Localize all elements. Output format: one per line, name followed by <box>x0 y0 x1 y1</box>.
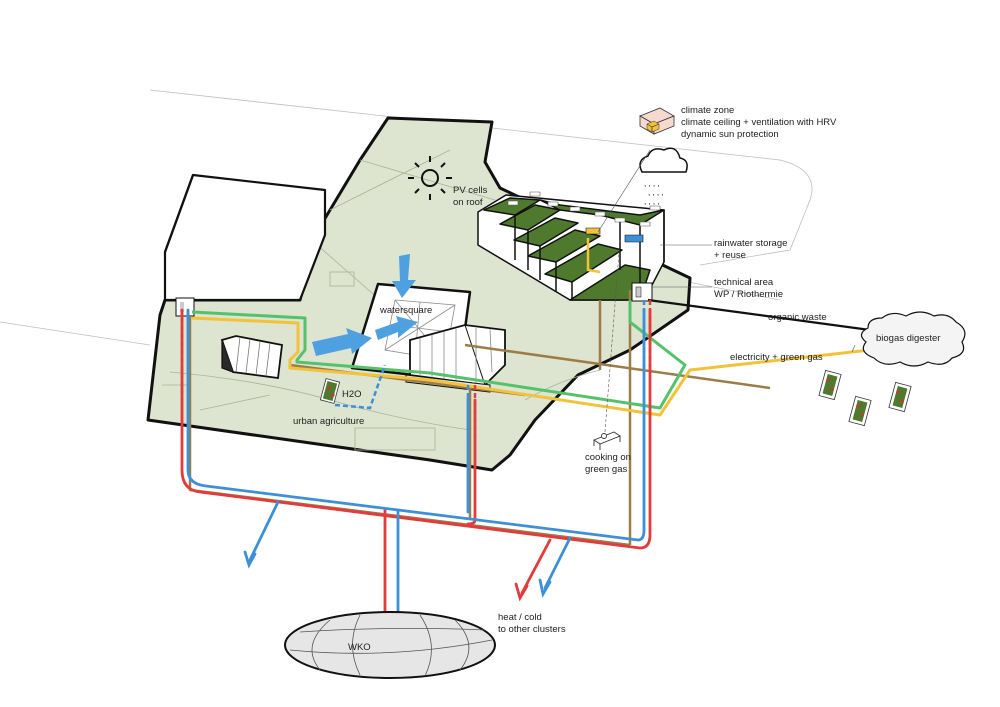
svg-text:, , , ,: , , , , <box>644 197 660 206</box>
water-arrows <box>312 254 418 356</box>
heat-cold-label-1: heat / cold <box>498 612 542 623</box>
distribution-arrows <box>243 500 572 602</box>
sun-icon <box>408 156 452 200</box>
labels: climate zone climate ceiling + ventilati… <box>293 105 940 653</box>
rain-icon: , , , , , , , , , , , , <box>644 179 664 206</box>
h2o-label: H2O <box>342 389 362 400</box>
left-building <box>163 173 327 302</box>
stove-icon <box>593 431 621 450</box>
biogas-digester <box>860 311 966 367</box>
svg-text:, , , ,: , , , , <box>644 179 660 188</box>
planter-icon <box>319 378 341 404</box>
stove-leader-line <box>604 239 621 433</box>
rain-leader-line <box>597 149 651 233</box>
climate-label-1: climate zone <box>681 105 734 116</box>
svg-text:, , , ,: , , , , <box>648 188 664 197</box>
heat-cold-label-2: to other clusters <box>498 624 566 635</box>
cooking-label-2: green gas <box>585 464 628 475</box>
pv-label-2: on roof <box>453 197 483 208</box>
organic-waste-label: organic waste <box>768 312 827 323</box>
organic-waste-line <box>647 298 871 332</box>
electricity-line <box>191 316 871 417</box>
urban-agriculture-label: urban agriculture <box>293 416 364 427</box>
context-lines <box>0 89 813 346</box>
pv-label-1: PV cells <box>453 185 488 196</box>
rainwater-label-2: + reuse <box>714 250 746 261</box>
planter-icon <box>888 381 912 413</box>
electricity-label: electricity + green gas <box>730 352 823 363</box>
technical-area <box>631 282 653 302</box>
technical-label-1: technical area <box>714 277 774 288</box>
wko-label: WKO <box>348 642 371 653</box>
planter-icon <box>818 369 842 401</box>
technical-label-2: WP / Riothermie <box>714 289 783 300</box>
green-gas-line <box>191 300 687 410</box>
cooking-label-1: cooking on <box>585 452 631 463</box>
biogas-label: biogas digester <box>876 333 940 344</box>
cold-dashes <box>186 300 646 440</box>
rainwater-label-1: rainwater storage <box>714 238 787 249</box>
leader-lines <box>652 244 856 353</box>
wko-reservoir <box>284 611 496 679</box>
cloud-icon <box>639 147 688 173</box>
electricity-line-stepped <box>586 238 601 274</box>
climate-label-3: dynamic sun protection <box>681 129 779 140</box>
small-greenhouse <box>220 335 283 380</box>
left-technical-box <box>175 297 195 317</box>
planter-icon <box>848 395 872 427</box>
watersquare-label: watersquare <box>379 305 432 316</box>
heat-dashes <box>180 300 652 440</box>
climate-label-2: climate ceiling + ventilation with HRV <box>681 117 837 128</box>
climate-zone-cube-icon <box>639 107 675 135</box>
